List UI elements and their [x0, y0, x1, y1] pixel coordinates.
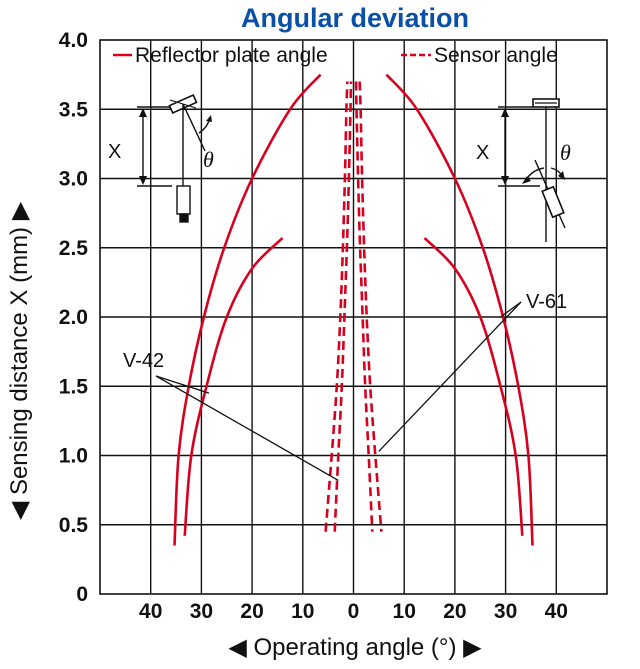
y-tick-label-4: 2.0 [59, 306, 88, 329]
y-axis-label: ◀ Sensing distance X (mm) ▶ [6, 201, 33, 520]
x-tick-label-6: 20 [443, 600, 466, 623]
curve-v-42-reflector-3 [423, 237, 524, 536]
x-tick-label-8: 40 [545, 600, 568, 623]
curve-v-42-sensor-7 [354, 81, 374, 532]
annotations [155, 301, 522, 481]
x-tick-labels: 40 30 20 10 0 10 20 30 40 [139, 600, 568, 623]
curves [173, 73, 534, 546]
curve-v-42-reflector-2 [183, 237, 284, 536]
distance-arrow-down [139, 176, 147, 185]
y-tick-label-3: 1.5 [59, 375, 89, 398]
angle-arrow-right [558, 171, 565, 180]
left-distance-label: X [108, 141, 121, 163]
x-tick-label-3: 10 [291, 600, 314, 623]
sensor-body [176, 185, 191, 215]
curve-v-61-sensor-4 [324, 81, 349, 532]
sensor-tip [179, 213, 189, 223]
y-tick-labels: 0 0.5 1.0 1.5 2.0 2.5 3.0 3.5 4.0 [59, 29, 89, 606]
label-v61: V-61 [526, 291, 567, 313]
sensor-angle-diagram [498, 98, 566, 242]
left-angle-label: θ [203, 147, 214, 172]
y-tick-label-8: 4.0 [59, 29, 88, 52]
y-tick-label-2: 1.0 [59, 445, 88, 468]
reflector-normal-line [182, 103, 206, 152]
angle-arrow-left [522, 176, 531, 184]
y-tick-label-6: 3.0 [59, 168, 88, 191]
reflector-angle-diagram [137, 94, 212, 223]
legend: Reflector plate angle Sensor angle [113, 44, 558, 67]
plot-frame [99, 39, 608, 595]
curve-v-61-reflector-1 [385, 73, 534, 546]
x-tick-label-7: 30 [494, 600, 517, 623]
curve-v-42-sensor-6 [333, 81, 353, 532]
x-axis-label: ◀ Operating angle (°) ▶ [228, 634, 482, 661]
tilted-sensor-body [541, 185, 565, 219]
x-tick-label-2: 20 [240, 600, 263, 623]
angle-arrow [206, 115, 212, 122]
leader-line-v-42-1 [155, 375, 339, 481]
distance-arrow-up [139, 108, 147, 117]
y-tick-label-5: 2.5 [59, 237, 89, 260]
leader-line-v-61-0 [500, 301, 522, 318]
chart-title: Angular deviation [241, 3, 469, 33]
curve-v-61-reflector-0 [173, 73, 322, 546]
leader-line-v-61-1 [378, 301, 522, 452]
x-tick-label-5: 10 [393, 600, 416, 623]
label-v42: V-42 [123, 350, 164, 372]
x-tick-label-4: 0 [348, 600, 360, 623]
legend-label-sensor: Sensor angle [434, 44, 558, 67]
y-tick-label-0: 0 [76, 583, 88, 606]
distance-arrow-up [501, 108, 509, 117]
y-tick-label-1: 0.5 [59, 514, 89, 537]
leader-line-v-42-0 [155, 375, 210, 394]
curve-v-61-sensor-5 [358, 81, 383, 532]
right-angle-label: θ [560, 140, 571, 165]
distance-arrow-down [501, 176, 509, 185]
legend-label-reflector: Reflector plate angle [135, 44, 328, 67]
right-distance-label: X [476, 142, 489, 164]
y-tick-label-7: 3.5 [59, 98, 89, 121]
x-tick-label-1: 30 [190, 600, 213, 623]
x-tick-label-0: 40 [139, 600, 162, 623]
